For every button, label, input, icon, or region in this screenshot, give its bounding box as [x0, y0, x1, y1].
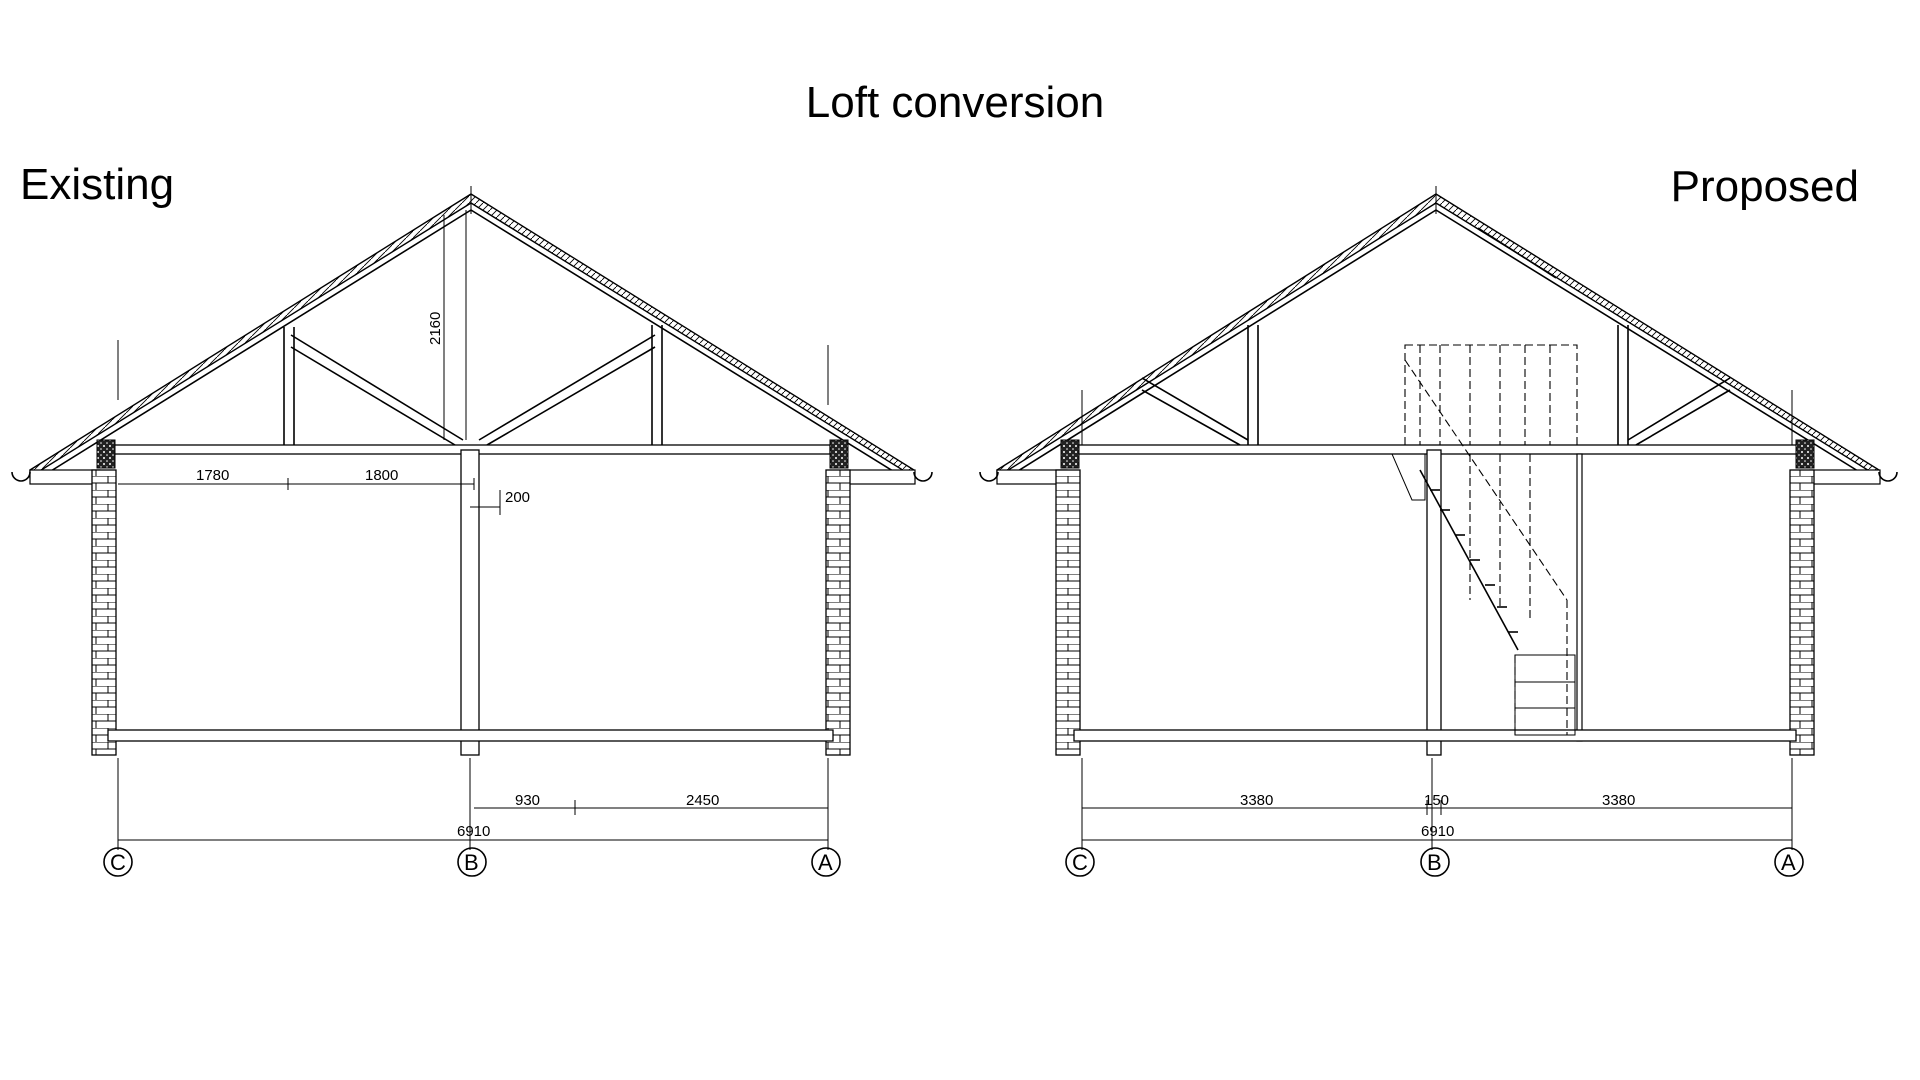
grid-marker-b: B — [464, 850, 479, 875]
proposed-section-label: Proposed — [1670, 162, 1859, 211]
proposed-dimensions: 3380 150 3380 6910 — [1082, 792, 1792, 841]
proposed-wall-plate-right — [1795, 439, 1815, 469]
existing-roof — [11, 186, 933, 485]
dim-3380-left: 3380 — [1240, 792, 1273, 809]
existing-section-label: Existing — [20, 160, 175, 209]
dim-3380-right: 3380 — [1602, 792, 1635, 809]
grid-marker-b: B — [1427, 850, 1442, 875]
proposed-roof — [979, 186, 1898, 485]
proposed-staircase — [1391, 344, 1578, 736]
dim-1780: 1780 — [196, 467, 229, 484]
proposed-wall-plate-left — [1060, 439, 1080, 469]
existing-wall-left — [91, 469, 117, 756]
grid-marker-c: C — [1072, 850, 1088, 875]
dim-2160: 2160 — [427, 312, 444, 345]
existing-section: 1780 1800 200 2160 930 2450 6910 C B A — [11, 186, 933, 877]
existing-truss — [283, 210, 663, 446]
dim-6910: 6910 — [457, 823, 490, 840]
proposed-wall-right — [1789, 469, 1815, 756]
proposed-truss — [1141, 325, 1731, 446]
proposed-wall-left — [1055, 469, 1081, 756]
proposed-section: 3380 150 3380 6910 C B A — [979, 186, 1898, 877]
dim-1800: 1800 — [365, 467, 398, 484]
dim-150: 150 — [1424, 792, 1449, 809]
existing-wall-right — [825, 469, 851, 756]
proposed-floor-slab — [1073, 729, 1797, 742]
dim-200: 200 — [505, 489, 530, 506]
dim-930: 930 — [515, 792, 540, 809]
proposed-internal-wall — [1426, 449, 1442, 756]
dim-2450: 2450 — [686, 792, 719, 809]
proposed-partition — [1576, 453, 1583, 742]
dim-6910: 6910 — [1421, 823, 1454, 840]
grid-marker-a: A — [1781, 850, 1796, 875]
existing-dimensions: 1780 1800 200 2160 930 2450 6910 — [118, 215, 828, 841]
existing-grid-markers: C B A — [103, 847, 841, 877]
existing-floor-slab — [107, 729, 834, 742]
existing-internal-wall — [460, 449, 480, 756]
grid-marker-c: C — [110, 850, 126, 875]
grid-marker-a: A — [818, 850, 833, 875]
drawing-title: Loft conversion — [805, 78, 1105, 127]
existing-wall-plate-right — [829, 439, 849, 469]
existing-wall-plate-left — [96, 439, 116, 469]
proposed-grid-markers: C B A — [1065, 847, 1804, 877]
